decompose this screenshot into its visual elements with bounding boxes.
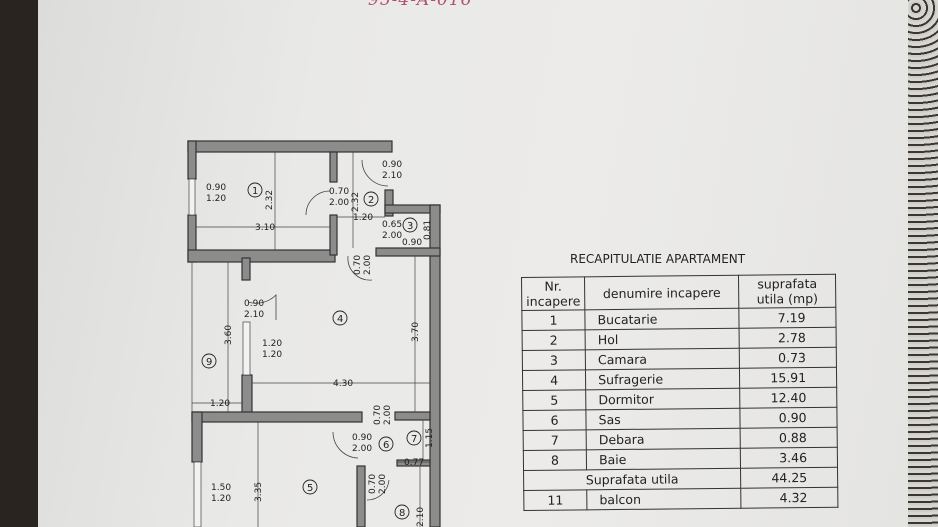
- wall: [241, 374, 253, 416]
- room-number: 8: [399, 508, 405, 519]
- room-number: 6: [383, 440, 389, 451]
- door-arc: [305, 190, 331, 216]
- room-labels: 1 2 3 4 5 6 7 8 9: [201, 182, 422, 520]
- svg-text:2.00: 2.00: [378, 474, 388, 494]
- room-number: 3: [407, 221, 413, 232]
- svg-text:1.20: 1.20: [206, 194, 226, 204]
- svg-text:3.10: 3.10: [255, 223, 275, 233]
- svg-text:1.20: 1.20: [353, 213, 373, 223]
- svg-text:2.10: 2.10: [416, 507, 426, 527]
- lace-tablecloth: [908, 0, 938, 527]
- svg-text:1.20: 1.20: [262, 339, 282, 349]
- svg-text:0.81: 0.81: [423, 220, 433, 240]
- room-number: 9: [206, 357, 212, 368]
- wall: [329, 151, 338, 183]
- door-arc: [361, 159, 389, 187]
- svg-text:1.15: 1.15: [425, 428, 435, 448]
- door-arc: [247, 294, 277, 320]
- svg-text:2.00: 2.00: [382, 231, 402, 241]
- svg-text:1.50: 1.50: [211, 483, 231, 493]
- svg-text:1.20: 1.20: [262, 350, 282, 360]
- wall: [429, 204, 441, 527]
- svg-text:0.90: 0.90: [402, 238, 422, 248]
- svg-text:0.77: 0.77: [404, 458, 424, 468]
- svg-text:2.32: 2.32: [351, 192, 361, 212]
- header-nr: Nr. incapere: [521, 276, 585, 311]
- handwritten-note: 95-4-A-016: [368, 0, 473, 10]
- svg-text:0.90: 0.90: [352, 433, 372, 443]
- svg-text:0.70: 0.70: [373, 405, 383, 425]
- svg-text:2.10: 2.10: [244, 310, 264, 320]
- svg-text:0.70: 0.70: [329, 187, 349, 197]
- svg-text:2.00: 2.00: [383, 405, 393, 425]
- svg-text:0.70: 0.70: [368, 474, 378, 494]
- total-label: Suprafata utila: [523, 468, 741, 491]
- svg-text:2.00: 2.00: [352, 444, 372, 454]
- svg-text:0.90: 0.90: [244, 299, 264, 309]
- svg-text:0.90: 0.90: [206, 183, 226, 193]
- table-header-row: Nr. incapere denumire incapere suprafata…: [521, 274, 836, 311]
- room-number: 4: [337, 314, 343, 325]
- svg-text:3.60: 3.60: [224, 325, 234, 345]
- svg-text:0.90: 0.90: [382, 160, 402, 170]
- svg-text:4.30: 4.30: [333, 379, 353, 389]
- room-number: 2: [368, 195, 374, 206]
- header-name: denumire incapere: [584, 275, 739, 310]
- wall: [187, 249, 336, 263]
- svg-text:0.70: 0.70: [353, 255, 363, 275]
- wall: [396, 459, 431, 467]
- wall: [187, 140, 197, 180]
- svg-text:1.20: 1.20: [210, 399, 230, 409]
- svg-text:2.10: 2.10: [382, 171, 402, 181]
- door-arc: [366, 479, 390, 501]
- wall: [384, 189, 394, 217]
- door-arc: [332, 431, 359, 459]
- wall: [375, 247, 441, 257]
- walls: [187, 140, 441, 527]
- svg-text:3.70: 3.70: [411, 322, 421, 342]
- window: [188, 178, 196, 216]
- wall: [394, 411, 431, 421]
- paper-sheet: [38, 0, 913, 527]
- svg-text:1.20: 1.20: [211, 494, 231, 504]
- wall: [356, 465, 366, 527]
- recap-title: RECAPITULATIE APARTAMENT: [570, 252, 746, 266]
- wall: [241, 257, 251, 281]
- svg-text:2.00: 2.00: [363, 255, 373, 275]
- svg-text:2.32: 2.32: [265, 190, 275, 210]
- window: [193, 461, 202, 527]
- room-number: 7: [411, 434, 417, 445]
- wall: [191, 411, 363, 423]
- total-value: 44.25: [740, 467, 838, 489]
- recap-table: Nr. incapere denumire incapere suprafata…: [521, 274, 839, 511]
- door-arc: [347, 255, 373, 281]
- header-area: suprafata utila (mp): [738, 274, 836, 309]
- room-number: 1: [252, 186, 258, 197]
- svg-text:0.65: 0.65: [382, 220, 402, 230]
- room-number: 5: [307, 483, 313, 494]
- svg-text:2.00: 2.00: [329, 198, 349, 208]
- wall: [187, 140, 393, 153]
- wall: [191, 411, 203, 463]
- window: [242, 321, 251, 376]
- svg-text:3.35: 3.35: [254, 482, 264, 502]
- dimension-labels: 0.90 1.20 2.32 3.10 0.70 2.00 2.32 0.90 …: [206, 160, 435, 527]
- wall: [329, 214, 338, 256]
